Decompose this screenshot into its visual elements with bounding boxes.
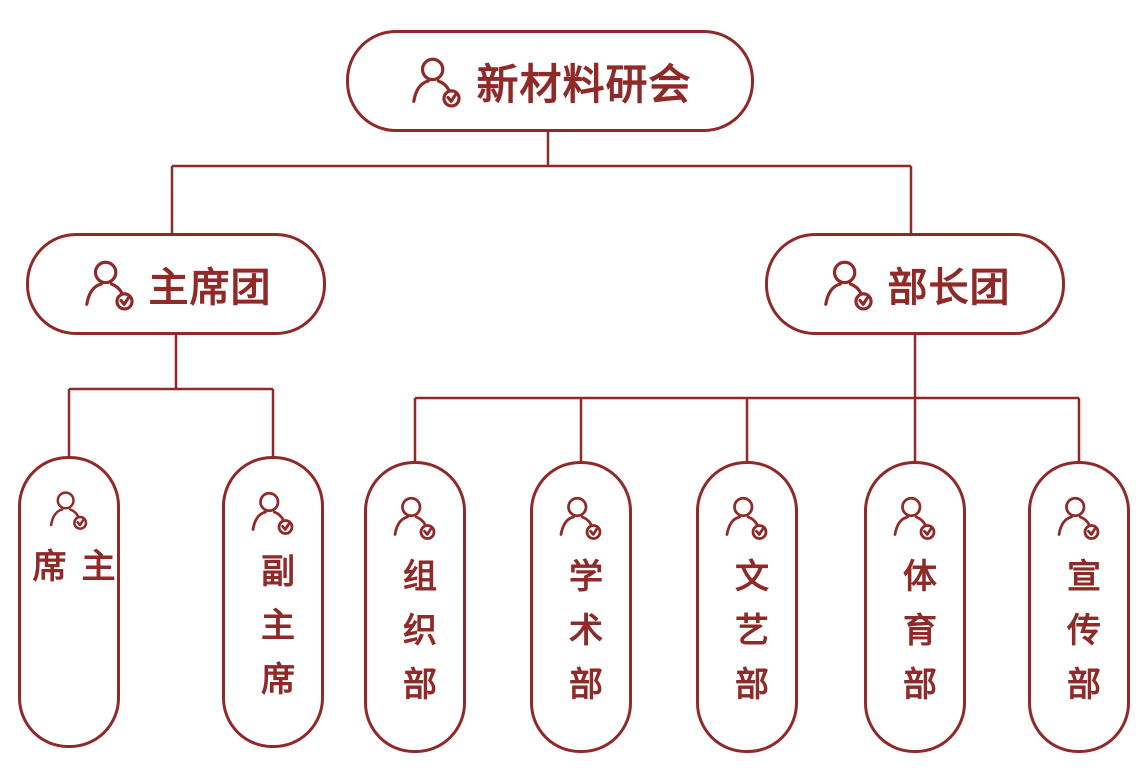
group-presidium: 主席团 [26,233,326,335]
root-label: 新材料研会 [476,59,692,109]
connector-presidium-to-leaves [67,332,275,458]
user-check-icon [412,57,462,108]
user-check-icon [84,260,134,311]
user-check-icon [559,496,602,540]
leaf-label: 宣传部 [1060,558,1101,720]
leaf-vice-chairman: 副主席 [222,456,324,748]
root-node: 新材料研会 [346,30,754,132]
connector-ministers-to-leaves [413,332,1081,463]
group-ministers: 部长团 [765,233,1065,335]
user-check-icon [49,491,88,530]
leaf-label: 体育部 [896,558,937,720]
leaf-organization-dept: 组织部 [364,461,466,753]
leaf-arts-dept: 文艺部 [696,461,798,753]
leaf-label: 主席 [26,547,115,658]
leaf-academic-dept: 学术部 [530,461,632,753]
leaf-label: 组织部 [396,558,437,720]
leaf-publicity-dept: 宣传部 [1028,461,1130,753]
leaf-label: 学术部 [562,558,603,720]
connector-root-to-groups [170,130,913,236]
leaf-label: 文艺部 [728,558,769,720]
leaf-label: 副主席 [254,553,295,715]
user-check-icon [393,496,436,540]
group-ministers-label: 部长团 [887,265,1011,311]
user-check-icon [725,496,768,540]
user-check-icon [1057,496,1100,540]
group-presidium-label: 主席团 [148,265,272,311]
user-check-icon [823,260,873,311]
user-check-icon [251,491,294,535]
user-check-icon [893,496,936,540]
leaf-chairman: 主席 [18,456,120,748]
leaf-sports-dept: 体育部 [864,461,966,753]
